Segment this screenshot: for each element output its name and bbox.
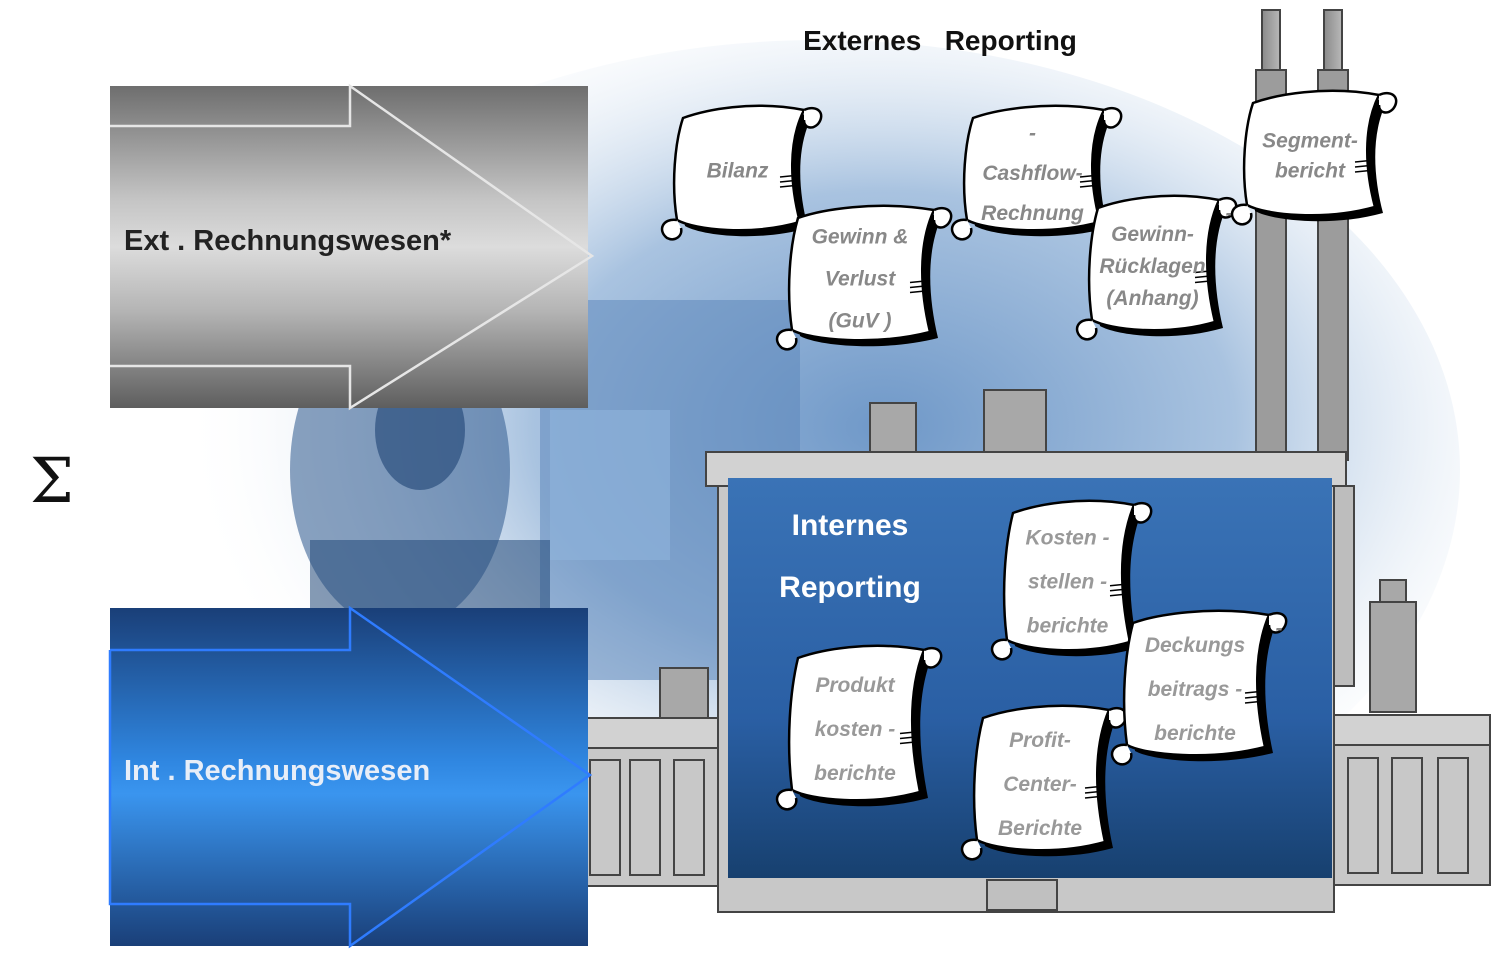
internal-scroll-1-line-1: kosten - bbox=[815, 718, 896, 741]
internal-scroll-3-line-2: berichte bbox=[1154, 722, 1236, 745]
external-scroll-1-line-2: (GuV ) bbox=[829, 310, 892, 333]
internal-reporting-title-line2: Reporting bbox=[779, 571, 921, 604]
external-scroll-0: Bilanz bbox=[660, 104, 823, 241]
external-scroll-1: Gewinn & Verlust (GuV ) bbox=[775, 204, 953, 351]
external-scroll-3-line-0: Gewinn- bbox=[1111, 223, 1194, 246]
internal-scroll-3-line-0: Deckungs bbox=[1145, 634, 1245, 657]
external-scroll-0-line-0: Bilanz bbox=[707, 160, 769, 183]
internal-scroll-2-line-2: Berichte bbox=[998, 817, 1082, 840]
internal-scroll-3: Deckungs beitrags - berichte - bbox=[1110, 609, 1288, 766]
external-scroll-2-line-1: Cashflow- bbox=[982, 162, 1082, 185]
internal-scroll-0-line-0: Kosten - bbox=[1026, 527, 1110, 550]
internal-scroll-1: Produkt kosten - berichte bbox=[775, 644, 943, 811]
external-scroll-2: - Cashflow- Rechnung bbox=[950, 104, 1123, 241]
external-scroll-3-line-1: Rücklagen bbox=[1099, 255, 1205, 278]
external-scroll-3-dash: - bbox=[1226, 202, 1233, 225]
internal-scroll-3-line-1: beitrags - bbox=[1148, 678, 1243, 701]
external-scroll-3: Gewinn- Rücklagen (Anhang) - bbox=[1075, 194, 1238, 341]
external-scroll-4: Segment-bericht bbox=[1230, 89, 1398, 226]
internal-scroll-1-line-2: berichte bbox=[814, 762, 896, 785]
internal-arrow-label: Int . Rechnungswesen bbox=[124, 755, 430, 787]
internal-scroll-0-line-1: stellen - bbox=[1028, 571, 1107, 594]
internal-reporting-title-line1: Internes bbox=[792, 509, 909, 542]
internal-scroll-2-line-1: Center- bbox=[1003, 773, 1077, 796]
sigma-symbol: Σ bbox=[30, 444, 74, 517]
internal-scroll-2: Profit- Center- Berichte bbox=[960, 704, 1128, 861]
internal-arrow: Int . Rechnungswesen bbox=[108, 605, 593, 949]
internal-scroll-3-dash: - bbox=[1276, 617, 1283, 640]
internal-scroll-0-line-2: berichte bbox=[1027, 615, 1109, 638]
external-scroll-4-line-1: bericht bbox=[1275, 160, 1346, 183]
internal-scroll-1-line-0: Produkt bbox=[815, 674, 895, 697]
external-arrow: Ext . Rechnungswesen* bbox=[110, 83, 595, 411]
external-scroll-2-line-2: Rechnung bbox=[981, 202, 1084, 225]
external-arrow-label: Ext . Rechnungswesen* bbox=[124, 225, 452, 257]
internal-scroll-0: Kosten - stellen - berichte bbox=[990, 499, 1153, 661]
external-scroll-1-line-0: Gewinn & bbox=[812, 226, 909, 249]
external-scroll-3-line-2: (Anhang) bbox=[1106, 287, 1198, 310]
external-reporting-title: Externes Reporting bbox=[803, 25, 1077, 56]
external-scroll-4-line-0: Segment- bbox=[1262, 130, 1358, 153]
external-scroll-2-line-0: - bbox=[1029, 122, 1036, 145]
internal-scroll-2-line-0: Profit- bbox=[1009, 729, 1071, 752]
external-scroll-1-line-1: Verlust bbox=[825, 268, 896, 291]
